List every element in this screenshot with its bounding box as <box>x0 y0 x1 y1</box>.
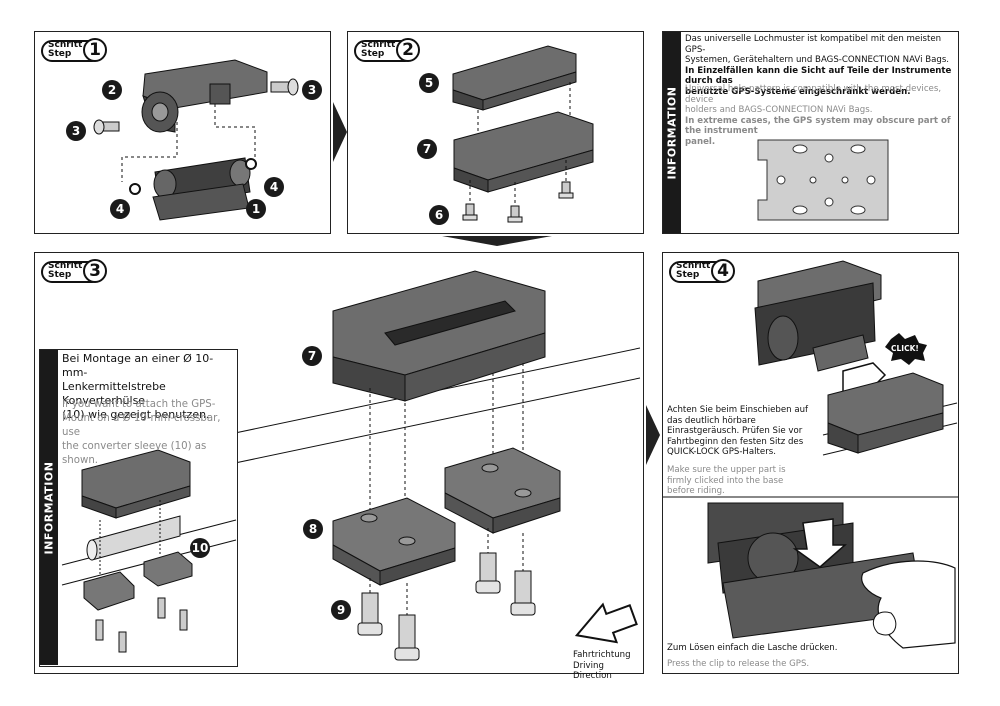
click-label: CLICK! <box>891 344 919 353</box>
hole-pattern-plate <box>757 139 889 221</box>
schritt-label: Schritt <box>48 261 83 271</box>
callout-4: 4 <box>264 177 284 197</box>
callout-6: 6 <box>429 205 449 225</box>
callout-7: 7 <box>302 346 322 366</box>
callout-9: 9 <box>331 600 351 620</box>
step-number: 2 <box>396 38 420 62</box>
callout-5: 5 <box>419 73 439 93</box>
converter-sleeve-illustration <box>61 449 237 653</box>
callout-3: 3 <box>66 121 86 141</box>
step4-text-en: Make sure the upper part is firmly click… <box>667 465 786 496</box>
arrow-down-icon <box>442 236 552 246</box>
information-bar: INFORMATION <box>663 32 681 233</box>
info-text-de: Bei Montage an einer Ø 10-mm- Lenkermitt… <box>62 352 214 421</box>
information-inset: INFORMATION Bei Montage an einer Ø 10-mm… <box>39 349 238 667</box>
step-label: Step <box>48 49 72 59</box>
callout-1: 1 <box>246 199 266 219</box>
callout-8: 8 <box>303 519 323 539</box>
crossbar-lines <box>234 270 641 661</box>
step-number: 1 <box>83 38 107 62</box>
callout-7: 7 <box>417 139 437 159</box>
schritt-label: Schritt <box>48 40 83 50</box>
step-label: Step <box>361 49 385 59</box>
step-4-illustration <box>663 260 958 649</box>
step-label: Step <box>48 270 72 280</box>
arrow-right-icon <box>646 405 660 465</box>
information-bar: INFORMATION <box>40 350 58 665</box>
release-text-de: Zum Lösen einfach die Lasche drücken. <box>667 643 838 653</box>
step-label: Step <box>676 270 700 280</box>
step4-text-de: Achten Sie beim Einschieben auf das deut… <box>667 405 809 457</box>
callout-4: 4 <box>110 199 130 219</box>
info-text-de: Das universelle Lochmuster ist kompatibe… <box>685 34 952 97</box>
step-number: 4 <box>711 259 735 283</box>
release-text-en: Press the clip to release the GPS. <box>667 659 810 669</box>
callout-3: 3 <box>302 80 322 100</box>
step-1-illustration <box>93 59 299 221</box>
info-text-en: If you want to attach the GPS- Mount on … <box>62 399 221 466</box>
step-number: 3 <box>83 259 107 283</box>
arrow-right-icon <box>333 102 347 162</box>
step-2-illustration <box>452 45 594 223</box>
driving-direction-label: Fahrtrichtung Driving Direction <box>573 650 631 681</box>
callout-10: 10 <box>190 538 210 558</box>
callout-2: 2 <box>102 80 122 100</box>
schritt-label: Schritt <box>676 261 711 271</box>
info-text-en: Universal hole pattern is compatible wit… <box>685 84 951 147</box>
schritt-label: Schritt <box>361 40 396 50</box>
information-panel-top: INFORMATION Das universelle Lochmuster i… <box>662 31 959 234</box>
